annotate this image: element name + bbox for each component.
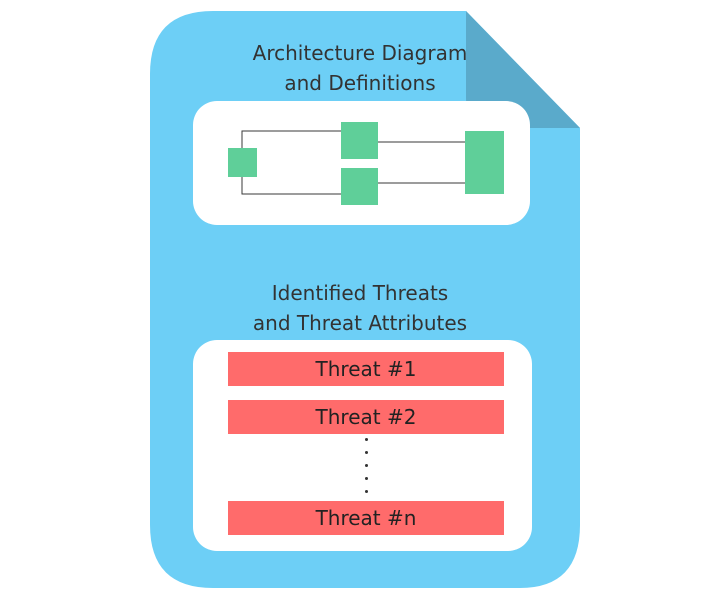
ellipsis-dot bbox=[365, 438, 368, 441]
threat-bar-2: Threat #2 bbox=[228, 400, 504, 434]
ellipsis-dot bbox=[365, 464, 368, 467]
component-box-right bbox=[465, 131, 504, 194]
ellipsis-dot bbox=[365, 451, 368, 454]
threat-label-2: Threat #2 bbox=[315, 405, 417, 429]
ellipsis-dot bbox=[365, 477, 368, 480]
threats-panel: Threat #1 Threat #2 Threat #n bbox=[193, 340, 532, 551]
architecture-diagram-panel bbox=[193, 101, 530, 225]
architecture-diagram bbox=[228, 122, 504, 205]
threats-heading-line-2: and Threat Attributes bbox=[252, 311, 468, 335]
architecture-heading-line-1: Architecture Diagram bbox=[252, 41, 468, 65]
threats-heading: Identified Threats and Threat Attributes bbox=[195, 278, 525, 338]
connector-line-lower bbox=[241, 177, 341, 195]
connector-line-upper bbox=[241, 130, 341, 148]
threat-label-n: Threat #n bbox=[315, 506, 417, 530]
architecture-heading-line-2: and Definitions bbox=[284, 71, 436, 95]
component-box-middle-bottom bbox=[341, 168, 378, 205]
threat-label-1: Threat #1 bbox=[315, 357, 417, 381]
threat-bar-1: Threat #1 bbox=[228, 352, 504, 386]
component-box-middle-top bbox=[341, 122, 378, 159]
threat-bar-n: Threat #n bbox=[228, 501, 504, 535]
architecture-heading: Architecture Diagram and Definitions bbox=[195, 38, 525, 98]
component-box-left bbox=[228, 148, 257, 177]
ellipsis-dot bbox=[365, 490, 368, 493]
document-fold bbox=[466, 11, 580, 128]
threats-heading-line-1: Identified Threats bbox=[271, 281, 449, 305]
